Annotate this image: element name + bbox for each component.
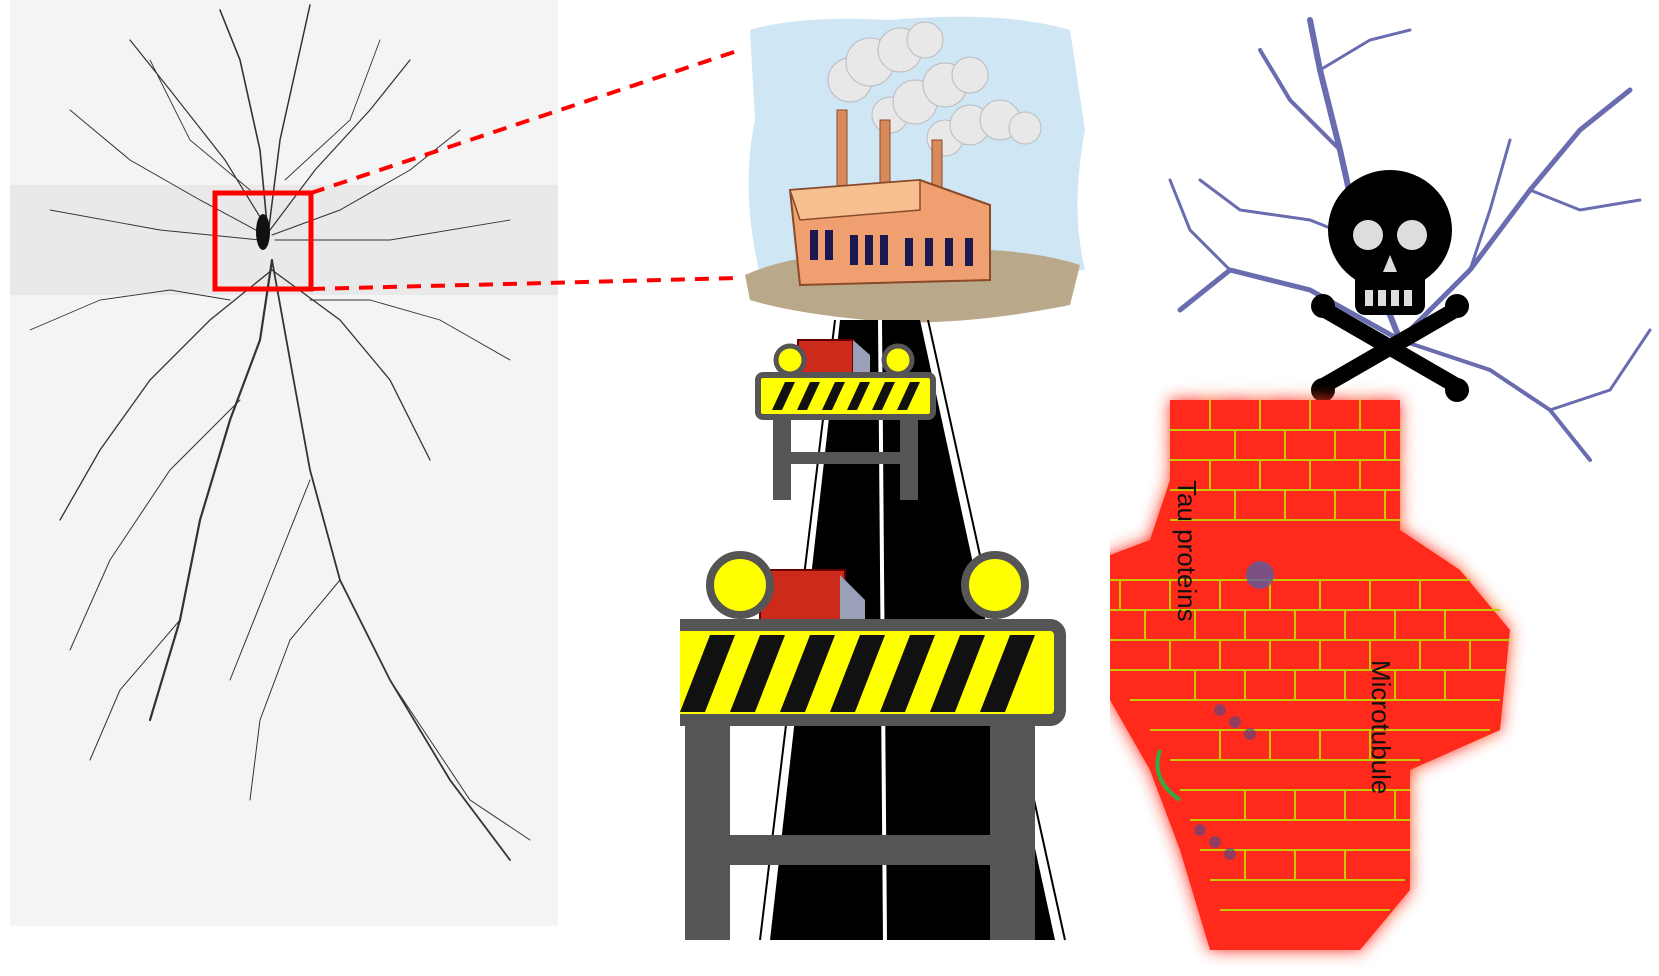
road-icon	[680, 320, 1130, 976]
neuron-soma	[256, 214, 270, 250]
tau-panel: Tau proteins Microtubule	[1110, 10, 1659, 976]
brick-wall-icon	[1110, 400, 1510, 950]
tau-proteins-label: Tau proteins	[1172, 480, 1202, 622]
microtubule-label: Microtubule	[1366, 660, 1396, 794]
neuron-micrograph	[10, 0, 558, 926]
neuron-image	[10, 0, 558, 926]
skull-crossbones-icon	[1311, 170, 1469, 402]
factory-icon	[740, 10, 1090, 340]
